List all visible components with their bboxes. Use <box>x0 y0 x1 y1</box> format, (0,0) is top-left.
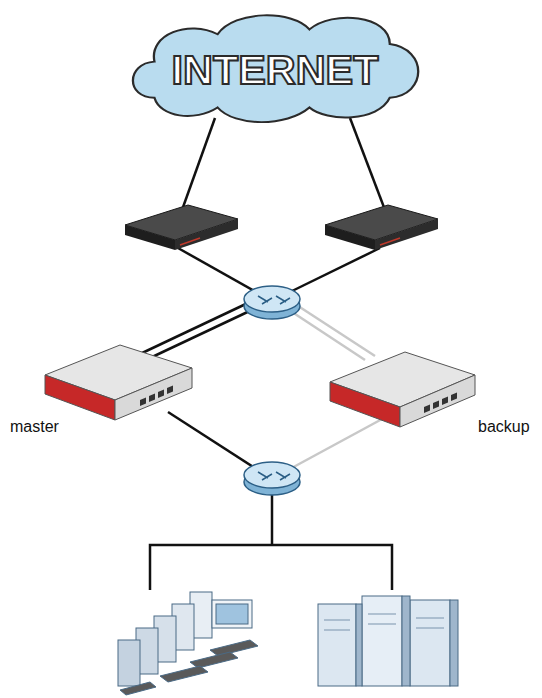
firewall <box>330 352 475 427</box>
modem <box>325 205 438 250</box>
switch <box>244 462 300 495</box>
device-label: master <box>10 418 59 436</box>
servers <box>318 596 458 686</box>
workstations <box>118 592 258 695</box>
firewall <box>45 345 192 420</box>
device-label: backup <box>478 418 530 436</box>
cloud-node: INTERNET <box>120 5 430 127</box>
switch <box>244 286 300 319</box>
cloud-label: INTERNET <box>120 47 430 94</box>
modem <box>125 205 238 250</box>
